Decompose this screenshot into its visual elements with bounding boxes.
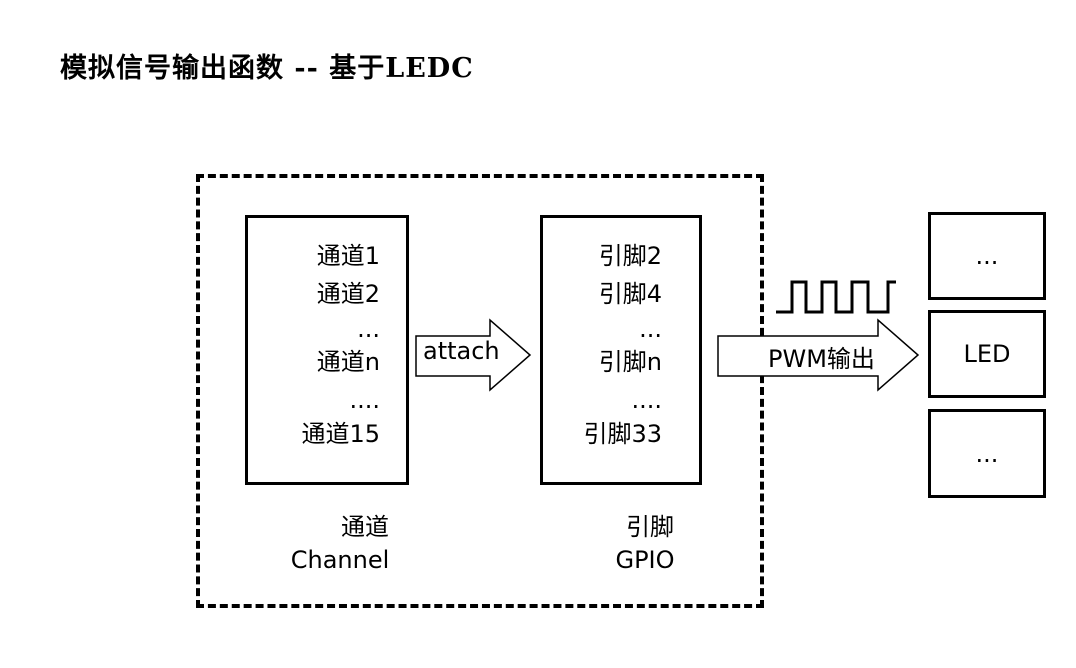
gpio-item: 引脚n	[598, 348, 662, 376]
led-box: LED	[928, 310, 1046, 398]
pwm-label: PWM输出	[768, 345, 875, 373]
channel-item: 通道n	[316, 348, 380, 376]
channel-item: 通道2	[316, 280, 380, 308]
gpio-ellipsis: ...	[639, 315, 662, 343]
page-title: 模拟信号输出函数 -- 基于LEDC	[60, 53, 474, 84]
pwm-arrow	[717, 318, 920, 392]
pwm-waveform	[776, 280, 896, 314]
output-box-top: ...	[928, 212, 1046, 300]
attach-label: attach	[423, 337, 500, 365]
gpio-item: 引脚33	[583, 420, 662, 448]
channel-label-cn: 通道	[341, 513, 389, 541]
channel-box	[245, 215, 409, 485]
channel-label-en: Channel	[290, 546, 390, 574]
ledc-container	[196, 174, 764, 608]
gpio-label-cn: 引脚	[626, 513, 674, 541]
gpio-ellipsis: ....	[631, 386, 662, 414]
gpio-item: 引脚4	[598, 280, 662, 308]
channel-ellipsis: ...	[357, 315, 380, 343]
gpio-label-en: GPIO	[615, 546, 675, 574]
channel-item: 通道15	[301, 420, 380, 448]
attach-arrow	[415, 318, 532, 392]
output-box-top-text: ...	[975, 242, 999, 270]
output-box-bottom: ...	[928, 409, 1046, 498]
led-label: LED	[963, 340, 1011, 368]
output-box-bottom-text: ...	[975, 439, 999, 468]
channel-item: 通道1	[316, 242, 380, 270]
gpio-box	[540, 215, 702, 485]
channel-ellipsis: ....	[349, 386, 380, 414]
gpio-item: 引脚2	[598, 242, 662, 270]
